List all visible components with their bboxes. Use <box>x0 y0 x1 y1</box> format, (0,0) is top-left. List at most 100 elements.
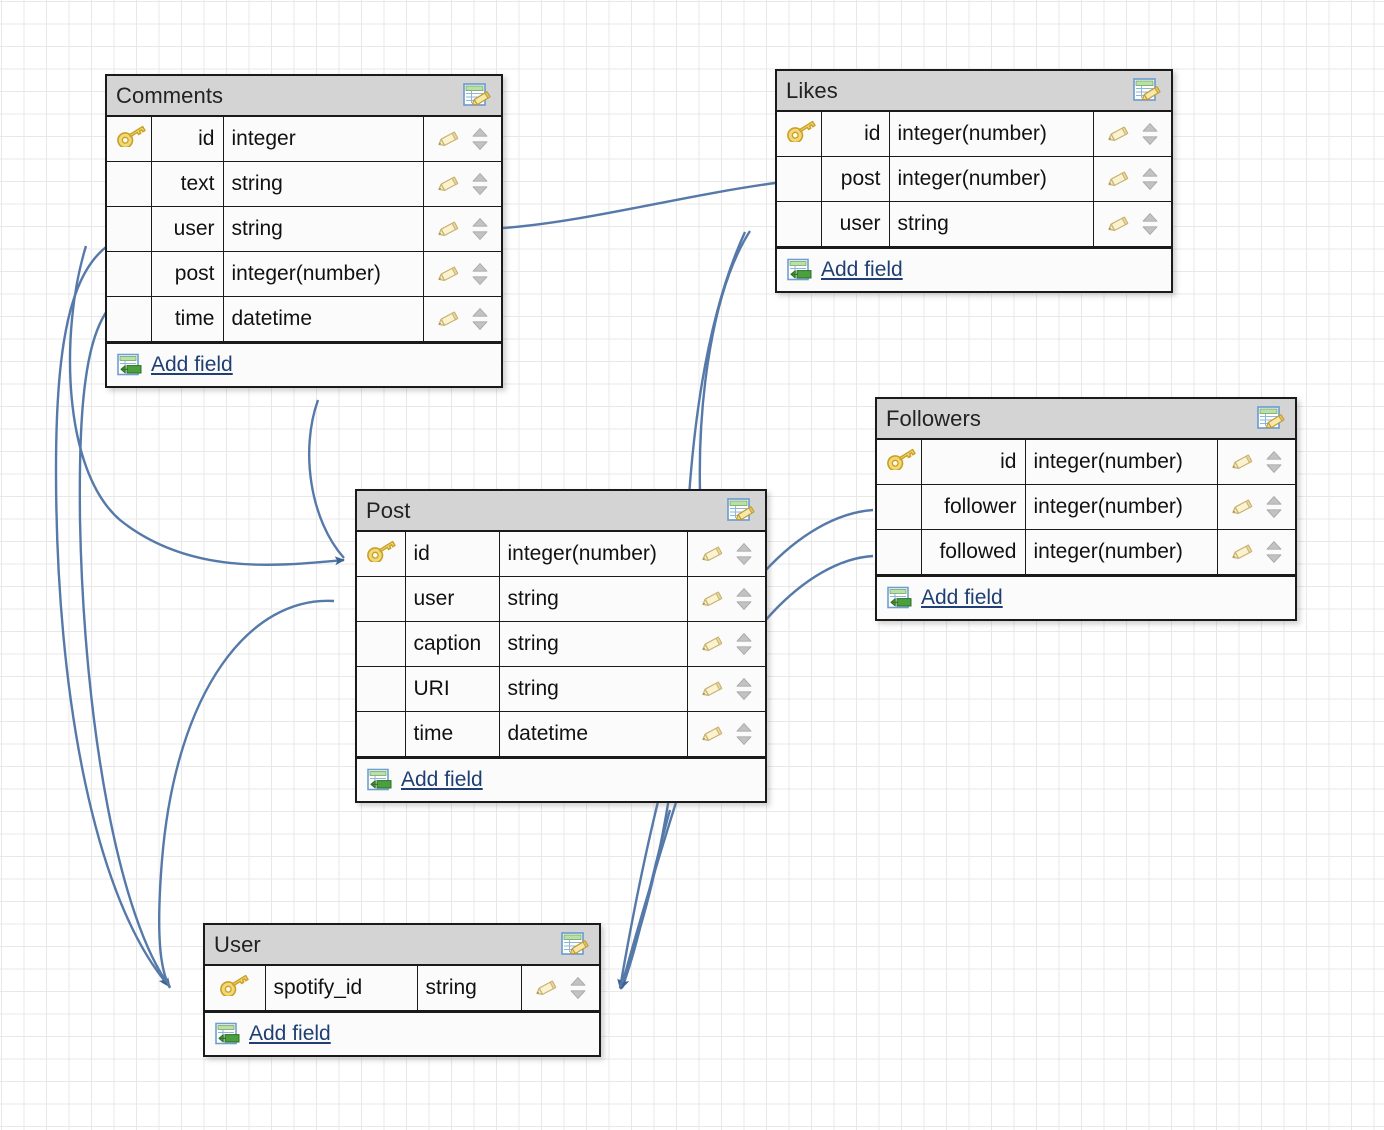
reorder-field-arrows-icon[interactable] <box>735 542 753 566</box>
field-name: text <box>150 161 224 207</box>
field-type: string <box>888 201 1094 247</box>
add-field-link[interactable]: Add field <box>401 768 483 791</box>
edit-field-pencil-icon[interactable] <box>700 724 726 744</box>
field-name: id <box>404 532 500 577</box>
add-field-link[interactable]: Add field <box>921 586 1003 609</box>
field-name: user <box>820 201 890 247</box>
add-field-icon[interactable] <box>787 258 814 282</box>
reorder-field-arrows-icon[interactable] <box>569 976 587 1000</box>
reorder-field-arrows-icon[interactable] <box>735 587 753 611</box>
field-name: follower <box>920 484 1026 530</box>
field-tools <box>1216 440 1295 485</box>
entity-header[interactable]: User <box>205 925 599 966</box>
add-field-icon[interactable] <box>117 353 144 377</box>
entity-header[interactable]: Followers <box>877 399 1295 440</box>
edit-field-pencil-icon[interactable] <box>700 544 726 564</box>
entity-header[interactable]: Comments <box>107 76 501 117</box>
reorder-field-arrows-icon[interactable] <box>735 677 753 701</box>
field-type: string <box>498 621 688 667</box>
edit-field-pencil-icon[interactable] <box>436 219 462 239</box>
reorder-field-arrows-icon[interactable] <box>471 127 489 151</box>
reorder-field-arrows-icon[interactable] <box>735 722 753 746</box>
field-name: post <box>820 156 890 202</box>
edit-field-pencil-icon[interactable] <box>1106 214 1132 234</box>
add-field-link[interactable]: Add field <box>151 353 233 376</box>
edit-table-icon[interactable] <box>1133 77 1163 105</box>
edit-field-pencil-icon[interactable] <box>700 679 726 699</box>
reorder-field-arrows-icon[interactable] <box>1141 167 1159 191</box>
field-key-cell <box>107 206 152 252</box>
field-tools <box>686 576 765 622</box>
add-field-link[interactable]: Add field <box>249 1022 331 1045</box>
reorder-field-arrows-icon[interactable] <box>471 307 489 331</box>
edit-field-pencil-icon[interactable] <box>436 264 462 284</box>
reorder-field-arrows-icon[interactable] <box>1141 212 1159 236</box>
add-field-row[interactable]: Add field <box>357 757 765 801</box>
entity-title: Likes <box>786 77 838 103</box>
edit-table-icon[interactable] <box>1257 405 1287 433</box>
field-name: id <box>920 440 1026 485</box>
edit-field-pencil-icon[interactable] <box>1230 497 1256 517</box>
entity-header[interactable]: Post <box>357 491 765 532</box>
reorder-field-arrows-icon[interactable] <box>1265 450 1283 474</box>
field-key-cell <box>777 112 822 157</box>
reorder-field-arrows-icon[interactable] <box>471 217 489 241</box>
edit-field-pencil-icon[interactable] <box>1106 169 1132 189</box>
edit-field-pencil-icon[interactable] <box>1230 542 1256 562</box>
add-field-icon[interactable] <box>887 586 914 610</box>
edit-field-pencil-icon[interactable] <box>436 309 462 329</box>
add-field-icon[interactable] <box>367 768 394 792</box>
primary-key-icon <box>115 125 149 149</box>
edit-table-icon[interactable] <box>727 497 757 525</box>
add-field-row[interactable]: Add field <box>205 1011 599 1055</box>
edit-field-pencil-icon[interactable] <box>700 634 726 654</box>
add-field-row[interactable]: Add field <box>777 247 1171 291</box>
reorder-field-arrows-icon[interactable] <box>1141 122 1159 146</box>
edit-table-icon[interactable] <box>561 931 591 959</box>
edit-field-pencil-icon[interactable] <box>436 174 462 194</box>
add-field-link[interactable]: Add field <box>821 258 903 281</box>
add-field-row[interactable]: Add field <box>107 342 501 386</box>
entity-header[interactable]: Likes <box>777 71 1171 112</box>
edit-field-pencil-icon[interactable] <box>534 978 560 998</box>
field-type: integer(number) <box>1024 484 1218 530</box>
edit-field-pencil-icon[interactable] <box>700 589 726 609</box>
edit-table-icon[interactable] <box>463 82 493 110</box>
edit-field-pencil-icon[interactable] <box>1106 124 1132 144</box>
reorder-field-arrows-icon[interactable] <box>471 172 489 196</box>
add-field-row[interactable]: Add field <box>877 575 1295 619</box>
edit-field-pencil-icon[interactable] <box>1230 452 1256 472</box>
reorder-field-arrows-icon[interactable] <box>1265 540 1283 564</box>
field-key-cell <box>357 666 406 712</box>
entity-title: Post <box>366 497 411 523</box>
reorder-field-arrows-icon[interactable] <box>735 632 753 656</box>
edit-field-pencil-icon[interactable] <box>436 129 462 149</box>
reorder-field-arrows-icon[interactable] <box>1265 495 1283 519</box>
add-field-icon[interactable] <box>215 1022 242 1046</box>
reorder-field-arrows-icon[interactable] <box>471 262 489 286</box>
